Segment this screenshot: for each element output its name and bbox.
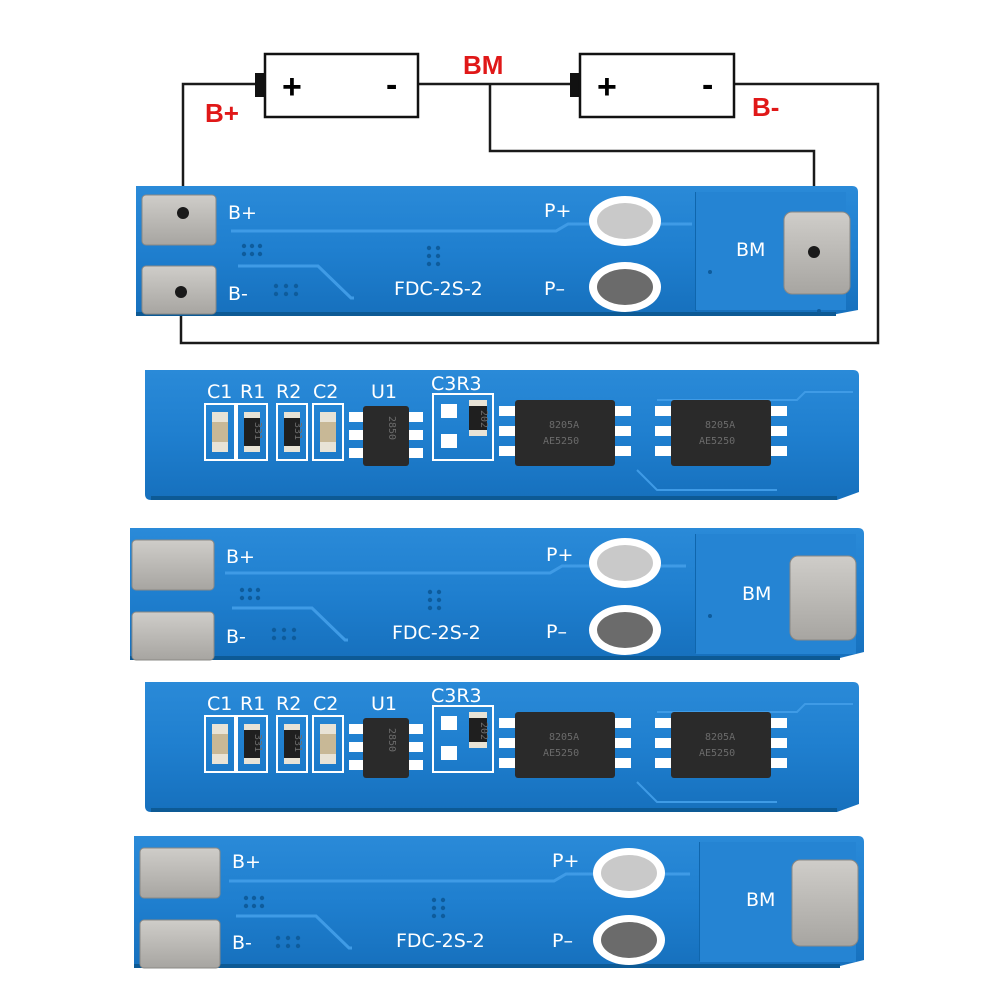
- board-front-1: C1 R1 R2 C2 U1 C3R3 331 331 202: [145, 370, 859, 500]
- chip-mosfet-1: [515, 400, 615, 466]
- silk-c2-2: C2: [313, 693, 338, 715]
- chip-mosfet-2: [671, 400, 771, 466]
- silk-r1-2: R1: [240, 693, 265, 715]
- silk-bm-3: BM: [746, 889, 775, 911]
- silk-model-2: FDC-2S-2: [392, 622, 481, 644]
- board-front-2: C1 R1 R2 C2 U1 C3R3 331 331 202 2850: [145, 682, 859, 812]
- silk-p-minus-3: P–: [552, 930, 573, 952]
- silk-r2: R2: [276, 381, 301, 403]
- silk-c3r3-2: C3R3: [431, 685, 482, 707]
- silk-bm: BM: [736, 239, 765, 261]
- pad-b-plus: [141, 194, 217, 246]
- silk-c2: C2: [313, 381, 338, 403]
- label-b-minus: B-: [752, 92, 779, 122]
- battery-right-plus: +: [597, 68, 617, 106]
- silk-b-minus: B-: [228, 283, 248, 305]
- battery-left-plus: +: [282, 68, 302, 106]
- silk-p-plus-2: P+: [546, 544, 573, 566]
- mos2-line2-2: AE5250: [699, 748, 735, 759]
- board-back-3: B+ B- P+ P– BM FDC-2S-2: [134, 836, 864, 969]
- silk-u1: U1: [371, 381, 397, 403]
- silk-b-plus-3: B+: [232, 851, 261, 873]
- wiring: [179, 82, 880, 345]
- silk-c1-2: C1: [207, 693, 232, 715]
- silk-p-minus: P–: [544, 278, 565, 300]
- silk-b-plus: B+: [228, 202, 257, 224]
- r3-code-2: 202: [478, 722, 489, 740]
- silk-r1: R1: [240, 381, 265, 403]
- silk-b-minus-3: B-: [232, 932, 252, 954]
- wire-b-plus: [181, 82, 255, 213]
- r1-code: 331: [252, 422, 263, 440]
- u1-code: 2850: [386, 416, 397, 440]
- battery-left-minus: -: [386, 66, 397, 104]
- silk-u1-2: U1: [371, 693, 397, 715]
- mos2-line1-2: 8205A: [705, 732, 735, 743]
- silk-c3r3: C3R3: [431, 373, 482, 395]
- silk-p-minus-2: P–: [546, 621, 567, 643]
- u1-code-2: 2850: [386, 728, 397, 752]
- silk-r2-2: R2: [276, 693, 301, 715]
- silk-p-plus: P+: [544, 200, 571, 222]
- mos2-line1: 8205A: [705, 420, 735, 431]
- label-bm: BM: [463, 50, 503, 80]
- board-back-1: B+ B- P+ P– BM FDC-2S-2: [136, 186, 858, 316]
- mos1-line2-2: AE5250: [543, 748, 579, 759]
- label-b-plus: B+: [205, 98, 239, 128]
- wire-b-minus: [179, 82, 880, 345]
- mos1-line1-2: 8205A: [549, 732, 579, 743]
- battery-right-minus: -: [702, 66, 713, 104]
- silk-model: FDC-2S-2: [394, 278, 483, 300]
- r1-code-2: 331: [252, 734, 263, 752]
- battery-right: + -: [570, 52, 736, 119]
- r2-code-2: 331: [292, 734, 303, 752]
- mos2-line2: AE5250: [699, 436, 735, 447]
- battery-left: + -: [255, 52, 420, 119]
- silk-b-plus-2: B+: [226, 546, 255, 568]
- silk-b-minus-2: B-: [226, 626, 246, 648]
- chip-u1: [363, 406, 409, 466]
- silk-model-3: FDC-2S-2: [396, 930, 485, 952]
- silk-c1: C1: [207, 381, 232, 403]
- r2-code: 331: [292, 422, 303, 440]
- mos1-line1: 8205A: [549, 420, 579, 431]
- silk-bm-2: BM: [742, 583, 771, 605]
- r3-code: 202: [478, 410, 489, 428]
- silk-p-plus-3: P+: [552, 850, 579, 872]
- mos1-line2: AE5250: [543, 436, 579, 447]
- board-back-2: B+ B- P+ P– BM FDC-2S-2: [130, 528, 864, 661]
